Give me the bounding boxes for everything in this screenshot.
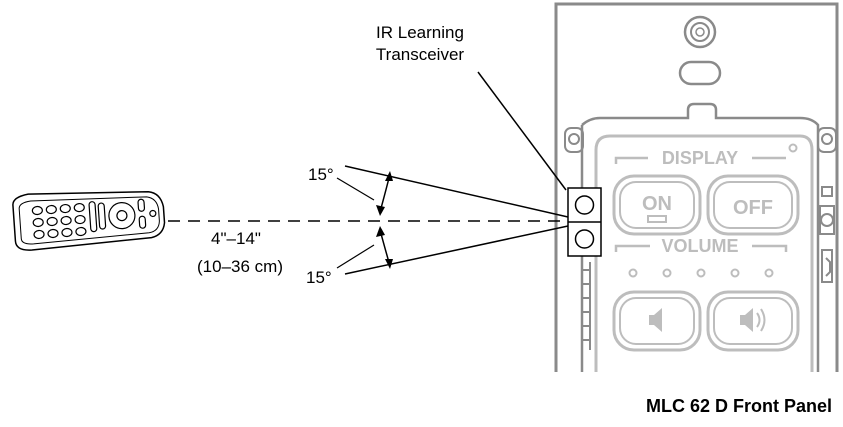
display-on-button[interactable]: ON bbox=[612, 174, 702, 236]
module-face bbox=[594, 134, 814, 372]
angle-indicator-top bbox=[376, 171, 393, 216]
wall-plate-outline bbox=[554, 2, 839, 372]
module-outline bbox=[581, 102, 820, 372]
speaker-quiet-icon bbox=[649, 308, 662, 332]
transceiver-leader-line bbox=[477, 71, 567, 191]
angle-bottom-label: 15° bbox=[306, 268, 332, 287]
transceiver-label-line2: Transceiver bbox=[376, 45, 465, 64]
ir-beam-cone bbox=[168, 165, 569, 275]
off-button-label: OFF bbox=[733, 197, 773, 219]
display-label: DISPLAY bbox=[662, 148, 738, 168]
ir-receiver-eye bbox=[574, 229, 595, 249]
remote-control-icon bbox=[12, 190, 166, 251]
volume-label: VOLUME bbox=[661, 236, 738, 256]
angle-bottom-leader bbox=[336, 244, 375, 269]
angle-top-leader bbox=[336, 177, 375, 201]
speaker-loud-icon bbox=[740, 308, 766, 332]
distance-cm-label: (10–36 cm) bbox=[197, 257, 283, 276]
angle-top-label: 15° bbox=[308, 165, 334, 184]
display-off-button[interactable]: OFF bbox=[706, 174, 800, 236]
on-button-label: ON bbox=[642, 193, 672, 215]
volume-level-leds bbox=[628, 268, 774, 278]
screw-icon bbox=[683, 15, 717, 49]
distance-inches-label: 4"–14" bbox=[211, 229, 261, 248]
figure-caption: MLC 62 D Front Panel bbox=[646, 396, 832, 416]
ir-transceiver bbox=[567, 187, 602, 257]
volume-up-button[interactable] bbox=[706, 290, 800, 352]
mount-slot bbox=[678, 60, 722, 86]
on-indicator-led bbox=[647, 215, 667, 223]
front-panel: DISPLAY ON OFF VOLUME bbox=[554, 2, 839, 372]
ir-emitter-eye bbox=[574, 195, 595, 215]
angle-indicator-bottom bbox=[376, 226, 393, 269]
volume-down-button[interactable] bbox=[612, 290, 702, 352]
transceiver-label-line1: IR Learning bbox=[376, 23, 464, 42]
